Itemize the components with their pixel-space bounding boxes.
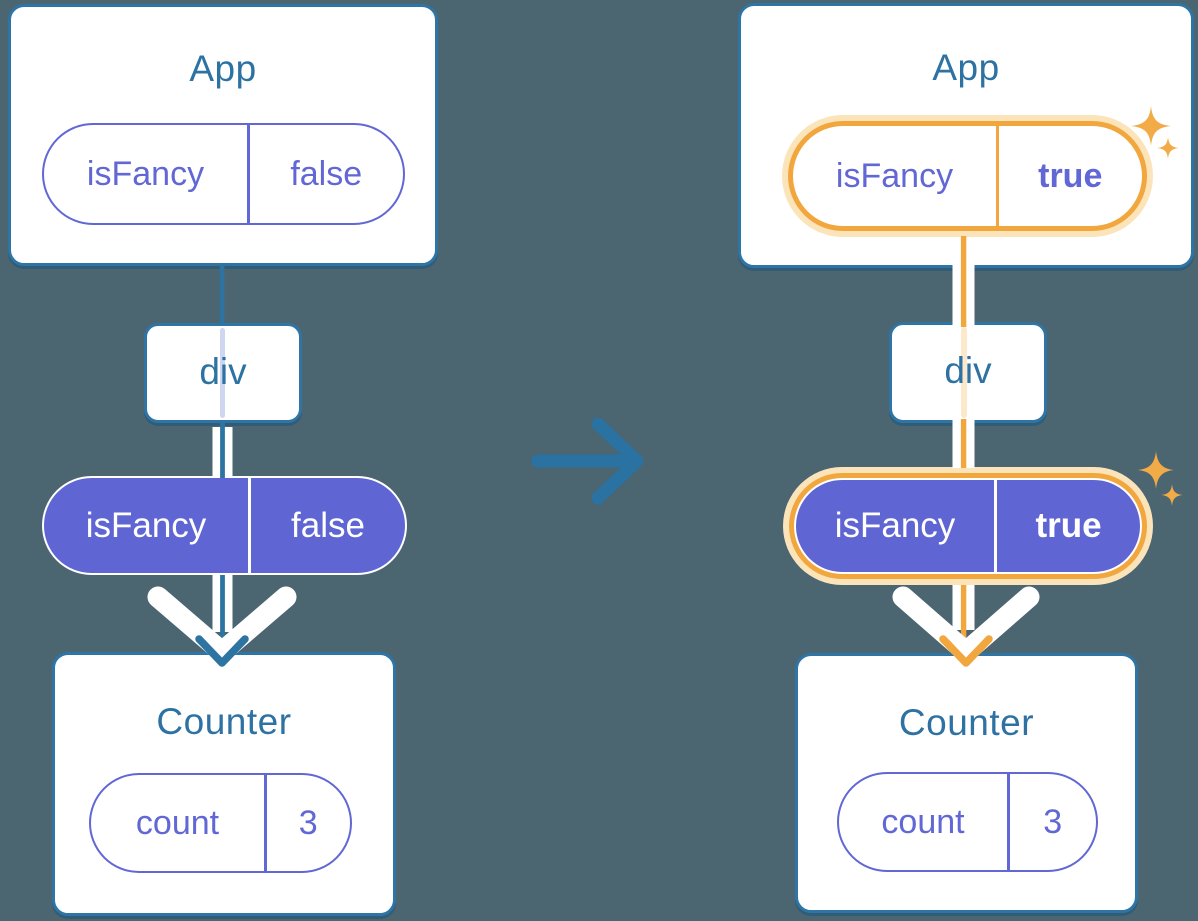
prop-value: false [291, 505, 365, 545]
before-counter-card: Counter count 3 [52, 652, 396, 916]
after-counter-state-pill: count 3 [837, 772, 1098, 872]
after-div-to-pill-line [960, 419, 967, 468]
after-div-label: div [944, 350, 992, 391]
after-state-pill: isFancy true [794, 478, 1142, 574]
prop-key: isFancy [835, 156, 954, 195]
prop-key: isFancy [85, 505, 207, 545]
state-value: 3 [298, 803, 318, 842]
prop-flow-line-pale [220, 328, 225, 418]
before-pill-to-counter-band [212, 575, 233, 632]
before-counter-title: Counter [156, 701, 292, 742]
sparkle-icon [1161, 484, 1183, 506]
after-pill-to-counter-band [952, 585, 975, 630]
state-key: count [881, 802, 965, 841]
before-app-title: App [189, 48, 257, 89]
highlight-ring: isFancy true [789, 473, 1147, 579]
after-app-prop-pill-highlight: isFancy true [782, 115, 1153, 237]
pill-divider [247, 125, 250, 223]
before-chevron [147, 586, 297, 663]
prop-value: true [1038, 156, 1103, 195]
before-div-card: div [144, 323, 302, 423]
pill-divider [264, 775, 267, 871]
prop-value: false [290, 154, 363, 193]
before-div-to-pill-band [212, 427, 233, 478]
after-app-prop-pill: isFancy true [793, 126, 1142, 226]
state-key: count [135, 803, 220, 842]
prop-value: true [1035, 506, 1102, 545]
pill-divider [248, 478, 251, 573]
before-pill-to-counter-line [220, 575, 225, 648]
before-state-pill: isFancy false [42, 476, 407, 575]
pill-divider [996, 126, 999, 226]
after-counter-title: Counter [898, 702, 1035, 743]
before-app-card: App isFancy false [8, 4, 438, 266]
pill-divider [994, 480, 997, 572]
prop-key: isFancy [834, 506, 956, 545]
after-app-to-div-band [952, 261, 975, 327]
after-app-to-div-line [960, 261, 967, 327]
before-div-to-pill-line [220, 423, 225, 478]
prop-key: isFancy [86, 154, 205, 193]
after-app-title: App [932, 47, 1000, 88]
after-app-card: App isFancy true [738, 3, 1194, 268]
before-counter-state-pill: count 3 [89, 773, 352, 873]
sparkle-icon [1138, 451, 1174, 489]
after-state-pill-highlight: isFancy true [783, 467, 1153, 585]
highlight-ring: isFancy true [788, 121, 1147, 231]
after-chevron [892, 586, 1040, 663]
after-counter-card: Counter count 3 [795, 653, 1138, 913]
before-app-prop-pill: isFancy false [42, 123, 405, 225]
after-div-to-pill-band [952, 419, 975, 468]
transition-arrow-icon [531, 417, 644, 505]
after-pill-to-counter-line [960, 585, 967, 648]
before-app-to-div-line [219, 265, 225, 325]
before-div-label: div [199, 351, 247, 392]
pill-divider [1007, 774, 1010, 870]
state-value: 3 [1043, 802, 1063, 841]
prop-flow-line-pale [961, 327, 967, 418]
after-div-card: div [889, 322, 1047, 423]
